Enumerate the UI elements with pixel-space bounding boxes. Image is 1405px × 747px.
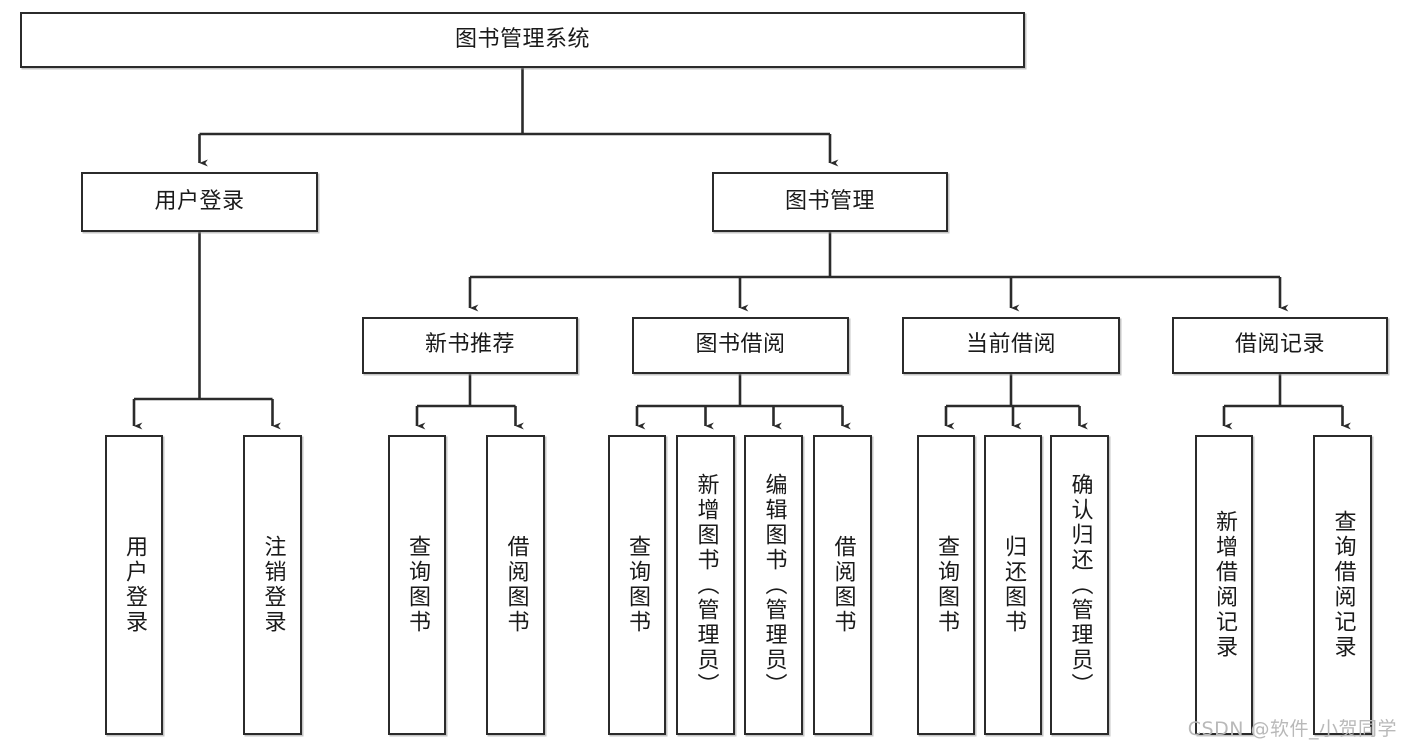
- node-current-borrow[interactable]: 当前借阅: [902, 317, 1120, 374]
- node-leaf-user-login-label: 用户登录: [122, 535, 147, 635]
- node-leaf-query-book-3-label: 查询图书: [934, 535, 959, 635]
- node-book-borrow[interactable]: 图书借阅: [632, 317, 849, 374]
- node-user-login-label: 用户登录: [154, 188, 245, 214]
- node-leaf-edit-book-label: 编辑图书（管理员）: [761, 472, 787, 698]
- node-leaf-query-book-1-label: 查询图书: [405, 535, 430, 635]
- node-leaf-logout-label: 注销登录: [260, 535, 286, 635]
- node-leaf-confirm-return-label: 确认归还（管理员）: [1067, 472, 1093, 698]
- node-leaf-borrow-book-1-label: 借阅图书: [503, 535, 529, 635]
- node-book-borrow-label: 图书借阅: [695, 332, 786, 358]
- node-root-label: 图书管理系统: [454, 26, 590, 52]
- node-leaf-user-login[interactable]: 用户登录: [105, 435, 163, 735]
- node-leaf-borrow-book-2-label: 借阅图书: [830, 535, 856, 635]
- csdn-watermark: CSDN @软件_小贺同学: [1187, 718, 1397, 740]
- node-leaf-query-record[interactable]: 查询借阅记录: [1313, 435, 1372, 735]
- node-new-book-rec-label: 新书推荐: [424, 332, 515, 358]
- node-leaf-edit-book[interactable]: 编辑图书（管理员）: [744, 435, 803, 735]
- node-leaf-borrow-book-2[interactable]: 借阅图书: [813, 435, 872, 735]
- node-leaf-logout[interactable]: 注销登录: [243, 435, 302, 735]
- node-leaf-query-book-2-label: 查询图书: [625, 535, 650, 635]
- node-root[interactable]: 图书管理系统: [20, 12, 1025, 68]
- node-leaf-add-book[interactable]: 新增图书（管理员）: [676, 435, 735, 735]
- node-new-book-rec[interactable]: 新书推荐: [362, 317, 578, 374]
- node-leaf-add-book-label: 新增图书（管理员）: [693, 472, 719, 698]
- node-user-login[interactable]: 用户登录: [81, 172, 318, 232]
- node-current-borrow-label: 当前借阅: [965, 332, 1056, 358]
- node-book-manage-label: 图书管理: [784, 188, 875, 214]
- node-leaf-query-book-2[interactable]: 查询图书: [608, 435, 666, 735]
- node-leaf-add-record[interactable]: 新增借阅记录: [1195, 435, 1253, 735]
- node-leaf-confirm-return[interactable]: 确认归还（管理员）: [1050, 435, 1109, 735]
- node-leaf-borrow-book-1[interactable]: 借阅图书: [486, 435, 545, 735]
- node-leaf-query-book-1[interactable]: 查询图书: [388, 435, 446, 735]
- node-leaf-query-book-3[interactable]: 查询图书: [917, 435, 975, 735]
- node-leaf-add-record-label: 新增借阅记录: [1212, 510, 1237, 660]
- node-borrow-record-label: 借阅记录: [1234, 332, 1325, 358]
- node-book-manage[interactable]: 图书管理: [712, 172, 948, 232]
- node-leaf-return-book-label: 归还图书: [1001, 535, 1026, 635]
- node-borrow-record[interactable]: 借阅记录: [1172, 317, 1388, 374]
- node-leaf-return-book[interactable]: 归还图书: [984, 435, 1042, 735]
- node-leaf-query-record-label: 查询借阅记录: [1330, 510, 1356, 660]
